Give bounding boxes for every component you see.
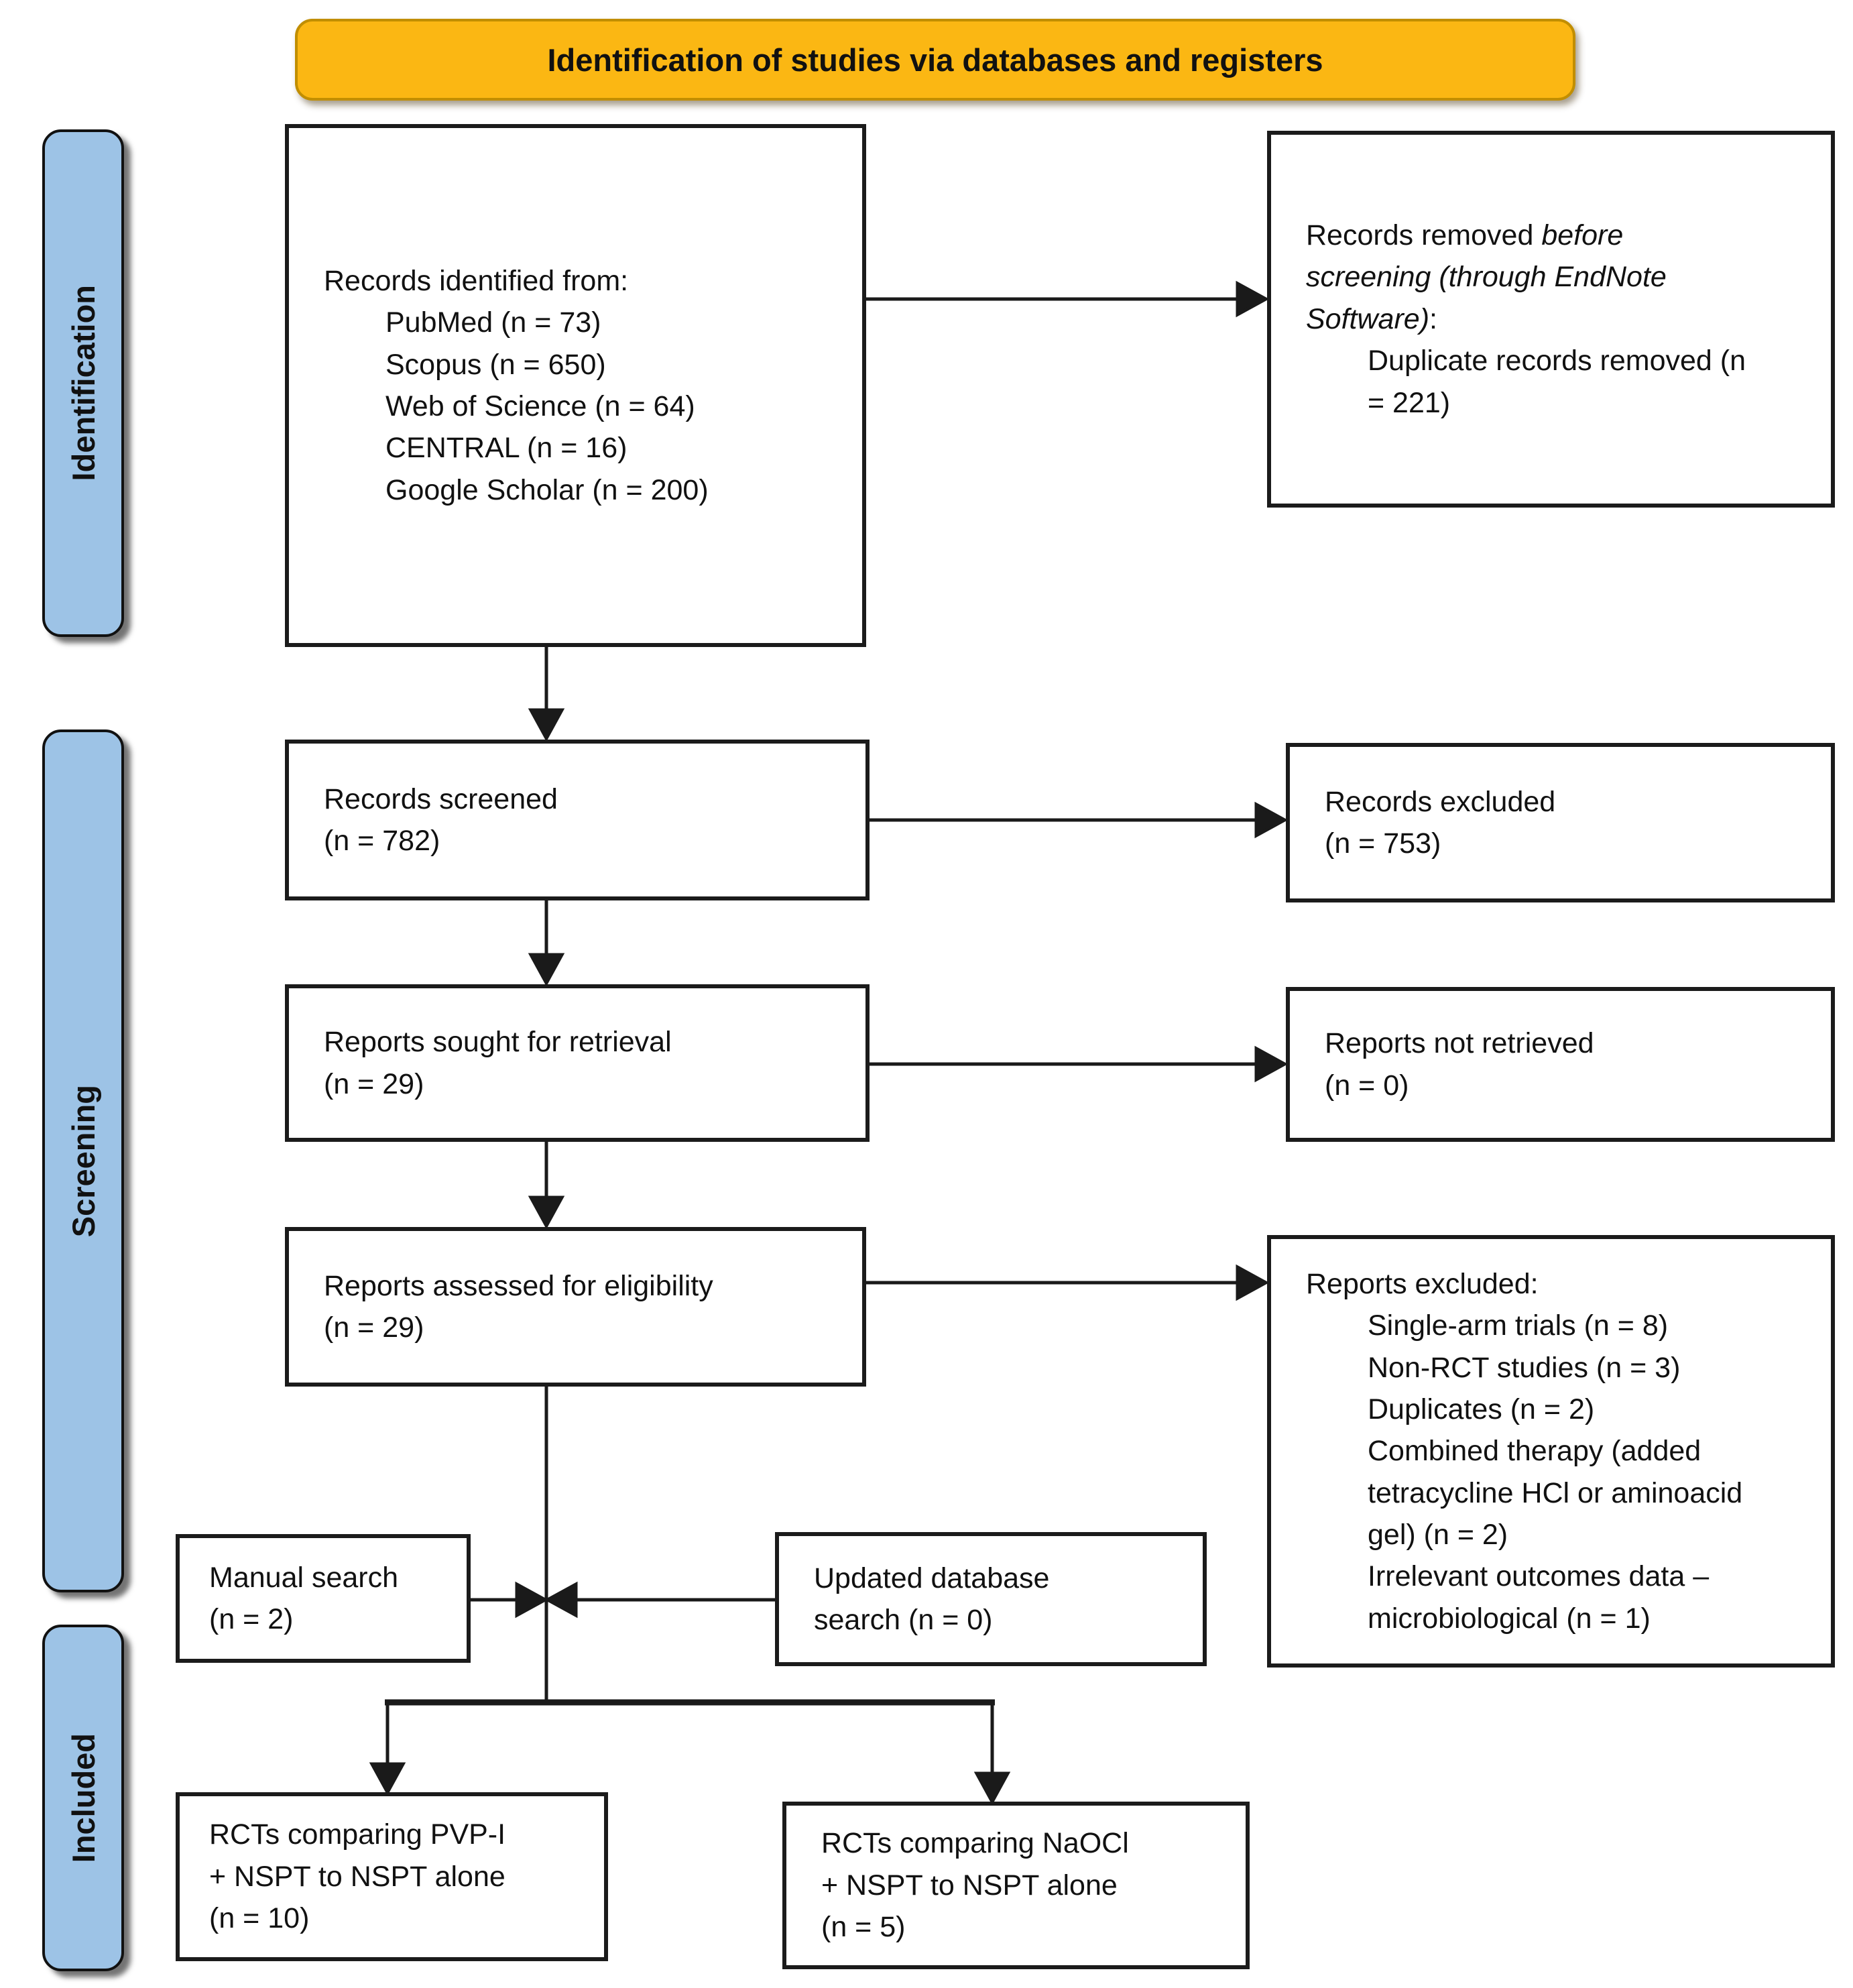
- rcts-pvpi-line3: (n = 10): [209, 1902, 310, 1935]
- sidebar-stage-included: Included: [42, 1625, 124, 1971]
- arrowhead-splitbar-to-naocl-icon: [973, 1771, 1011, 1806]
- reports-excluded-item-singlearm: Single-arm trials (n = 8): [1368, 1309, 1669, 1342]
- records-identified-item-googlescholar: Google Scholar (n = 200): [385, 473, 709, 506]
- reports-assessed-line2: (n = 29): [324, 1311, 424, 1344]
- arrowhead-assessed-to-reportsexcluded-icon: [1236, 1264, 1270, 1301]
- reports-excluded-title: Reports excluded:: [1306, 1267, 1539, 1300]
- rcts-pvpi-line1: RCTs comparing PVP-I: [209, 1818, 506, 1851]
- box-records-excluded: Records excluded (n = 753): [1286, 743, 1835, 902]
- box-reports-assessed: Reports assessed for eligibility (n = 29…: [285, 1227, 866, 1387]
- arrowhead-updated-to-spine-icon: [544, 1581, 578, 1619]
- records-removed-title-suffix: :: [1429, 302, 1437, 335]
- updated-search-line2: search (n = 0): [814, 1604, 993, 1636]
- records-identified-item-webofscience: Web of Science (n = 64): [385, 390, 695, 422]
- box-reports-not-retrieved: Reports not retrieved (n = 0): [1286, 987, 1835, 1142]
- rcts-naocl-line1: RCTs comparing NaOCl: [821, 1827, 1129, 1860]
- reports-excluded-item-combined: Combined therapy (added tetracycline HCl…: [1368, 1435, 1743, 1552]
- box-manual-search: Manual search (n = 2): [176, 1534, 471, 1663]
- arrowhead-sought-to-assessed-icon: [528, 1195, 565, 1230]
- records-identified-title: Records identified from:: [324, 264, 629, 297]
- reports-sought-line2: (n = 29): [324, 1067, 424, 1100]
- sidebar-stage-identification: Identification: [42, 129, 124, 637]
- box-updated-database-search: Updated database search (n = 0): [775, 1532, 1207, 1666]
- records-identified-item-central: CENTRAL (n = 16): [385, 432, 627, 465]
- records-excluded-line2: (n = 753): [1325, 827, 1441, 860]
- rcts-naocl-line3: (n = 5): [821, 1911, 906, 1944]
- arrowhead-splitbar-to-pvpi-icon: [369, 1762, 406, 1796]
- records-removed-title-italic: before screening (through EndNote Softwa…: [1306, 219, 1667, 335]
- records-removed-item-duplicates: Duplicate records removed (n = 221): [1368, 345, 1746, 419]
- sidebar-stage-included-label: Included: [65, 1733, 101, 1863]
- manual-search-line1: Manual search: [209, 1561, 399, 1594]
- sidebar-stage-screening: Screening: [42, 729, 124, 1592]
- arrowhead-identified-to-screened-icon: [528, 708, 565, 742]
- arrowhead-screened-to-excluded-icon: [1254, 801, 1289, 839]
- box-reports-excluded: Reports excluded: Single-arm trials (n =…: [1267, 1235, 1835, 1668]
- rcts-naocl-line2: + NSPT to NSPT alone: [821, 1869, 1118, 1902]
- sidebar-stage-identification-label: Identification: [65, 285, 101, 481]
- banner-title: Identification of studies via databases …: [547, 42, 1323, 78]
- records-identified-item-scopus: Scopus (n = 650): [385, 348, 606, 381]
- reports-sought-line1: Reports sought for retrieval: [324, 1026, 672, 1059]
- reports-not-retrieved-line2: (n = 0): [1325, 1069, 1409, 1102]
- box-rcts-naocl: RCTs comparing NaOCl + NSPT to NSPT alon…: [782, 1802, 1250, 1969]
- rcts-pvpi-line2: + NSPT to NSPT alone: [209, 1860, 505, 1893]
- manual-search-line2: (n = 2): [209, 1603, 294, 1635]
- banner-identification-of-studies: Identification of studies via databases …: [295, 19, 1575, 101]
- arrowhead-sought-to-notretrieved-icon: [1254, 1045, 1289, 1083]
- arrowhead-identified-to-removed-icon: [1236, 280, 1270, 318]
- box-records-identified: Records identified from: PubMed (n = 73)…: [285, 124, 866, 647]
- box-records-screened: Records screened (n = 782): [285, 740, 870, 900]
- reports-not-retrieved-line1: Reports not retrieved: [1325, 1027, 1594, 1060]
- arrowhead-screened-to-sought-icon: [528, 953, 565, 987]
- updated-search-line1: Updated database: [814, 1562, 1050, 1594]
- reports-excluded-item-irrelevant: Irrelevant outcomes data – microbiologic…: [1368, 1560, 1710, 1635]
- records-screened-line2: (n = 782): [324, 825, 440, 857]
- sidebar-stage-screening-label: Screening: [65, 1084, 101, 1238]
- records-removed-title-prefix: Records removed: [1306, 219, 1542, 252]
- box-rcts-pvpi: RCTs comparing PVP-I + NSPT to NSPT alon…: [176, 1792, 608, 1961]
- reports-assessed-line1: Reports assessed for eligibility: [324, 1269, 713, 1302]
- records-removed-title: Records removed before screening (throug…: [1306, 215, 1754, 340]
- records-excluded-line1: Records excluded: [1325, 785, 1556, 818]
- records-screened-line1: Records screened: [324, 782, 558, 815]
- reports-excluded-item-duplicates: Duplicates (n = 2): [1368, 1393, 1595, 1425]
- box-reports-sought: Reports sought for retrieval (n = 29): [285, 984, 870, 1142]
- box-records-removed: Records removed before screening (throug…: [1267, 131, 1835, 508]
- records-identified-item-pubmed: PubMed (n = 73): [385, 306, 601, 339]
- reports-excluded-item-nonrct: Non-RCT studies (n = 3): [1368, 1351, 1681, 1384]
- arrowhead-manual-to-spine-icon: [515, 1581, 549, 1619]
